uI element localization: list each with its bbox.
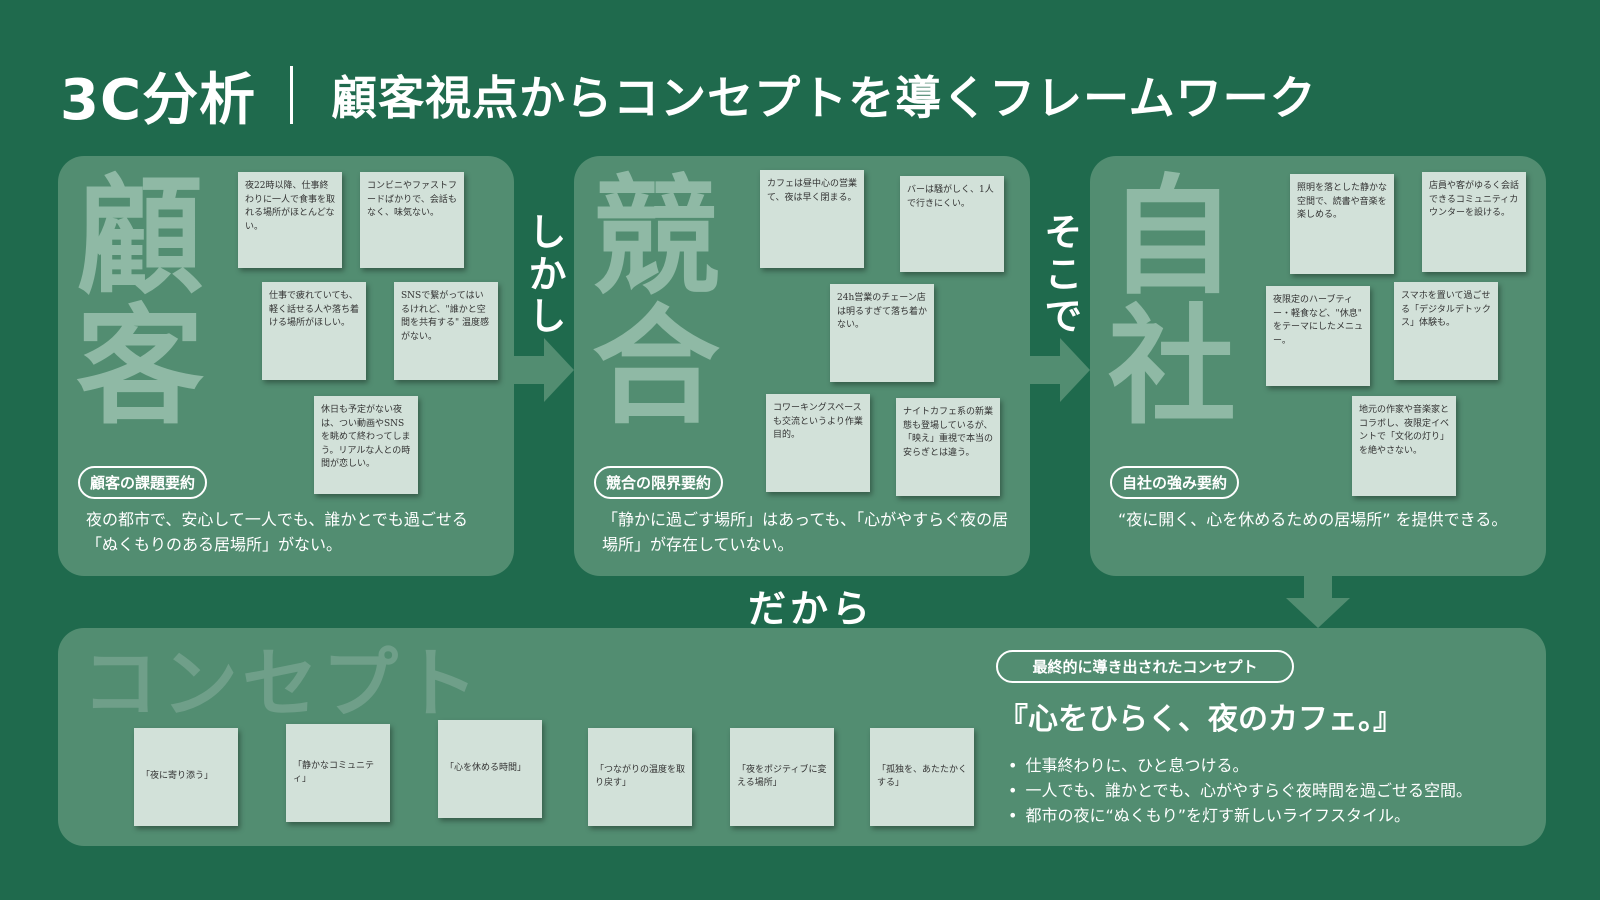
connector-shikashi: しかし [522, 212, 566, 338]
concept-note-3: 「心を休める時間」 [438, 720, 542, 818]
concept-note-1: 「夜に寄り添う」 [134, 728, 238, 826]
concept-note-4: 「つながりの温度を取り戻す」 [588, 728, 692, 826]
concept-bullet-1: 仕事終わりに、ひと息つける。 [1008, 754, 1472, 779]
company-panel: 自 社 照明を落とした静かな空間で、読書や音楽を楽しめる。 店員や客がゆるく会話… [1090, 156, 1546, 576]
competitor-summary-pill: 競合の限界要約 [594, 466, 724, 499]
concept-note-6: 「孤独を、あたたかくする」 [870, 728, 974, 826]
title-divider [290, 66, 294, 124]
customer-panel: 顧 客 夜22時以降、仕事終わりに一人で食事を取れる場所がほとんどない。 コンビ… [58, 156, 514, 576]
customer-summary-pill: 顧客の課題要約 [78, 466, 208, 499]
competitor-note-1: カフェは昼中心の営業て、夜は早く閉まる。 [760, 170, 864, 268]
company-summary-pill: 自社の強み要約 [1110, 466, 1240, 499]
title-main: 3C分析 [60, 67, 257, 133]
concept-panel: コンセプト 「夜に寄り添う」 「静かなコミュニティ」 「心を休める時間」 「つな… [58, 628, 1546, 846]
concept-bullet-list: 仕事終わりに、ひと息つける。 一人でも、誰かとでも、心がやすらぐ夜時間を過ごせる… [1008, 754, 1472, 828]
company-note-4: スマホを置いて過ごせる「デジタルデトックス」体験も。 [1394, 282, 1498, 380]
concept-bullet-2: 一人でも、誰かとでも、心がやすらぐ夜時間を過ごせる空間。 [1008, 779, 1472, 804]
competitor-panel: 競 合 カフェは昼中心の営業て、夜は早く閉まる。 バーは騒がしく、1人で行きにく… [574, 156, 1030, 576]
competitor-big-char-1: 競 [592, 163, 721, 312]
competitor-big-char-2: 合 [592, 293, 721, 442]
competitor-note-3: 24h営業のチェーン店は明るすぎて落ち着かない。 [830, 284, 934, 382]
arrow-right-icon-2 [1030, 338, 1090, 402]
page-title: 3C分析 顧客視点からコンセプトを導くフレームワーク [60, 60, 1317, 133]
arrow-down-icon [1286, 576, 1350, 628]
customer-big-char-2: 客 [76, 293, 205, 442]
company-note-5: 地元の作家や音楽家とコラボし、夜限定イベントで「文化の灯り」を絶やさない。 [1352, 396, 1456, 496]
customer-note-3: 仕事で疲れていても、軽く話せる人や落ち着ける場所がほしい。 [262, 282, 366, 380]
company-note-2: 店員や客がゆるく会話できるコミュニティカウンターを設ける。 [1422, 172, 1526, 272]
concept-pill: 最終的に導き出されたコンセプト [996, 650, 1294, 683]
company-summary-text: “夜に開く、心を休めるための居場所” を提供できる。 [1118, 510, 1508, 529]
customer-big-char-1: 顧 [76, 163, 205, 312]
concept-note-2: 「静かなコミュニティ」 [286, 724, 390, 822]
connector-sokode: そこで [1038, 212, 1082, 338]
competitor-summary-text: 「静かに過ごす場所」はあっても、「心がやすらぐ夜の居場所」が存在していない。 [602, 510, 1009, 554]
concept-big-label: コンセプト [82, 639, 482, 728]
customer-note-2: コンビニやファストフードばかりで、会話もなく、味気ない。 [360, 172, 464, 268]
arrow-right-icon-1 [514, 338, 574, 402]
company-big-char-2: 社 [1108, 293, 1237, 442]
customer-summary-text: 夜の都市で、安心して一人でも、誰かとでも過ごせる「ぬくもりのある居場所」がない。 [86, 510, 468, 554]
title-subtitle: 顧客視点からコンセプトを導くフレームワーク [331, 71, 1317, 125]
concept-bullet-3: 都市の夜に“ぬくもり”を灯す新しいライフスタイル。 [1008, 804, 1472, 829]
competitor-note-5: ナイトカフェ系の新業態も登場しているが、「映え」重視で本当の安らぎとは違う。 [896, 398, 1000, 496]
company-note-1: 照明を落とした静かな空間で、読書や音楽を楽しめる。 [1290, 174, 1394, 274]
concept-main-text: 『心をひらく、夜のカフェ。』 [998, 702, 1403, 737]
customer-note-1: 夜22時以降、仕事終わりに一人で食事を取れる場所がほとんどない。 [238, 172, 342, 268]
competitor-note-2: バーは騒がしく、1人で行きにくい。 [900, 176, 1004, 272]
customer-note-4: SNSで繋がってはいるけれど、"誰かと空間を共有する" 温度感がない。 [394, 282, 498, 380]
company-note-3: 夜限定のハーブティー・軽食など、"休息" をテーマにしたメニュー。 [1266, 286, 1370, 386]
company-big-char-1: 自 [1108, 163, 1237, 312]
competitor-note-4: コワーキングスペースも交流というより作業目的。 [766, 394, 870, 492]
connector-dakara: だから [748, 587, 875, 631]
customer-note-5: 休日も予定がない夜は、つい動画やSNSを眺めて終わってしまう。リアルな人との時間… [314, 396, 418, 494]
concept-note-5: 「夜をポジティブに変える場所」 [730, 728, 834, 826]
